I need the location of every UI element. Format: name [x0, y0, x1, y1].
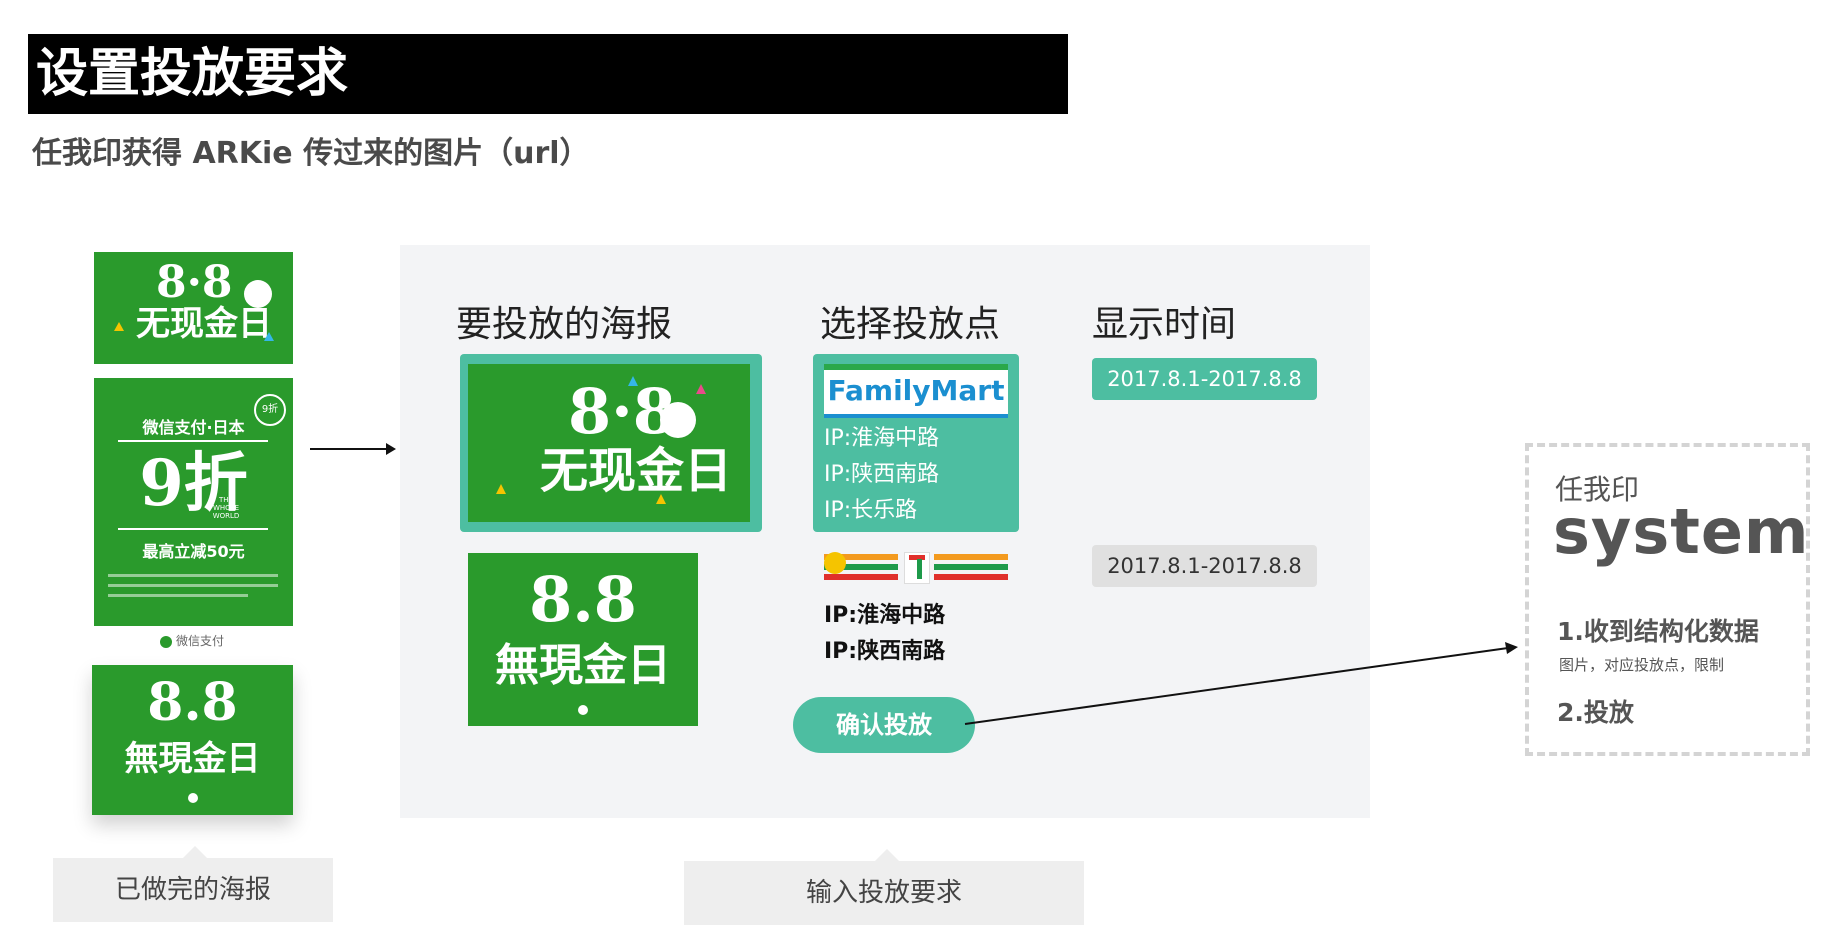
arrow-head-icon [1505, 642, 1518, 654]
time-range-option[interactable]: 2017.8.1-2017.8.8 [1092, 545, 1317, 587]
poster-title: 8·8 [568, 375, 676, 448]
column-header-points: 选择投放点 [820, 304, 1001, 345]
system-box [1525, 443, 1810, 756]
confetti-shape [496, 484, 506, 494]
ip-item: IP:淮海中路 [824, 426, 940, 451]
familymart-logo: FamilyMart [824, 364, 1008, 418]
system-step-1: 1.收到结构化数据 [1557, 617, 1759, 646]
label-pointer [875, 849, 899, 861]
confetti-shape [628, 376, 638, 386]
poster-thumbnail-3: 8.8 無現金日 [92, 665, 293, 815]
system-title: system [1553, 495, 1810, 568]
page-subtitle: 任我印获得 ARKie 传过来的图片（url） [32, 136, 590, 171]
fine-print-line [108, 584, 278, 587]
fine-print-line [108, 594, 248, 597]
logo-stripe [824, 574, 898, 580]
poster-option[interactable]: 8.8 無現金日 [468, 553, 698, 726]
time-range-selected[interactable]: 2017.8.1-2017.8.8 [1092, 358, 1317, 400]
poster-title: 8.8 [147, 672, 238, 733]
logo-stripe [934, 574, 1008, 580]
wechat-icon [578, 705, 588, 715]
ip-item: IP:长乐路 [824, 498, 918, 523]
badge-icon [824, 552, 846, 574]
poster-badge [660, 402, 696, 438]
label-finished-posters: 已做完的海报 [53, 858, 333, 922]
column-header-time: 显示时间 [1092, 304, 1237, 345]
familymart-logo-text: FamilyMart [827, 374, 1005, 407]
poster-title: 8.8 [529, 563, 637, 636]
ip-item: IP:陕西南路 [824, 462, 940, 487]
poster-corner-badge: 9折 [254, 394, 286, 426]
wechat-icon [188, 793, 198, 803]
ip-item: IP:陕西南路 [824, 639, 946, 664]
title-bar: 设置投放要求 [28, 34, 1068, 114]
seven-eleven-logo[interactable] [824, 552, 1008, 584]
poster-badge [244, 280, 272, 308]
divider [118, 528, 268, 530]
confetti-shape [264, 332, 274, 341]
logo-stripe [824, 564, 898, 570]
poster-subtitle: 無現金日 [495, 640, 671, 691]
wechat-pay-caption: 微信支付 [160, 632, 224, 649]
selected-poster[interactable]: 8·8 无现金日 [468, 364, 750, 522]
system-caption: 任我印 [1555, 473, 1640, 506]
seven-eleven-ip-list: IP:淮海中路 IP:陕西南路 [824, 598, 945, 670]
seven-eleven-emblem-icon [904, 552, 930, 584]
poster-subtitle: 无现金日 [540, 443, 733, 499]
poster-title: 8·8 [156, 257, 233, 308]
poster-thumbnail-1: 8·8 无现金日 [94, 252, 293, 364]
logo-stripe [934, 564, 1008, 570]
label-input-requirements: 输入投放要求 [684, 861, 1084, 925]
flow-arrow-line [310, 448, 392, 450]
column-header-posters: 要投放的海报 [456, 304, 673, 345]
divider [118, 440, 268, 442]
poster-subtitle: 無現金日 [124, 739, 261, 779]
fine-print-line [108, 574, 278, 577]
logo-stripe [934, 554, 1008, 560]
confirm-button[interactable]: 确认投放 [793, 697, 975, 753]
logo-stripe [824, 554, 898, 560]
wechat-pay-label: 微信支付 [176, 634, 225, 648]
poster-offer: 最高立减50元 [142, 542, 245, 561]
wechat-icon [160, 635, 172, 648]
confetti-shape [114, 322, 124, 331]
poster-small-text: THE WHOLE WORLD [212, 496, 240, 520]
system-step-2: 2.投放 [1557, 698, 1634, 727]
page-title: 设置投放要求 [36, 44, 349, 104]
poster-header: 微信支付·日本 [142, 418, 245, 437]
system-step-1-note: 图片，对应投放点，限制 [1559, 656, 1725, 674]
label-pointer [183, 846, 207, 858]
poster-discount: 9折 [139, 446, 248, 521]
poster-subtitle: 无现金日 [136, 304, 272, 344]
ip-item: IP:淮海中路 [824, 603, 946, 628]
confetti-shape [696, 384, 706, 394]
arrow-head-icon [386, 443, 396, 455]
poster-thumbnail-2: 微信支付·日本 9折 9折 THE WHOLE WORLD 最高立减50元 [94, 378, 293, 626]
confetti-shape [656, 494, 666, 504]
familymart-ip-list: IP:淮海中路 IP:陕西南路 IP:长乐路 [824, 421, 939, 529]
